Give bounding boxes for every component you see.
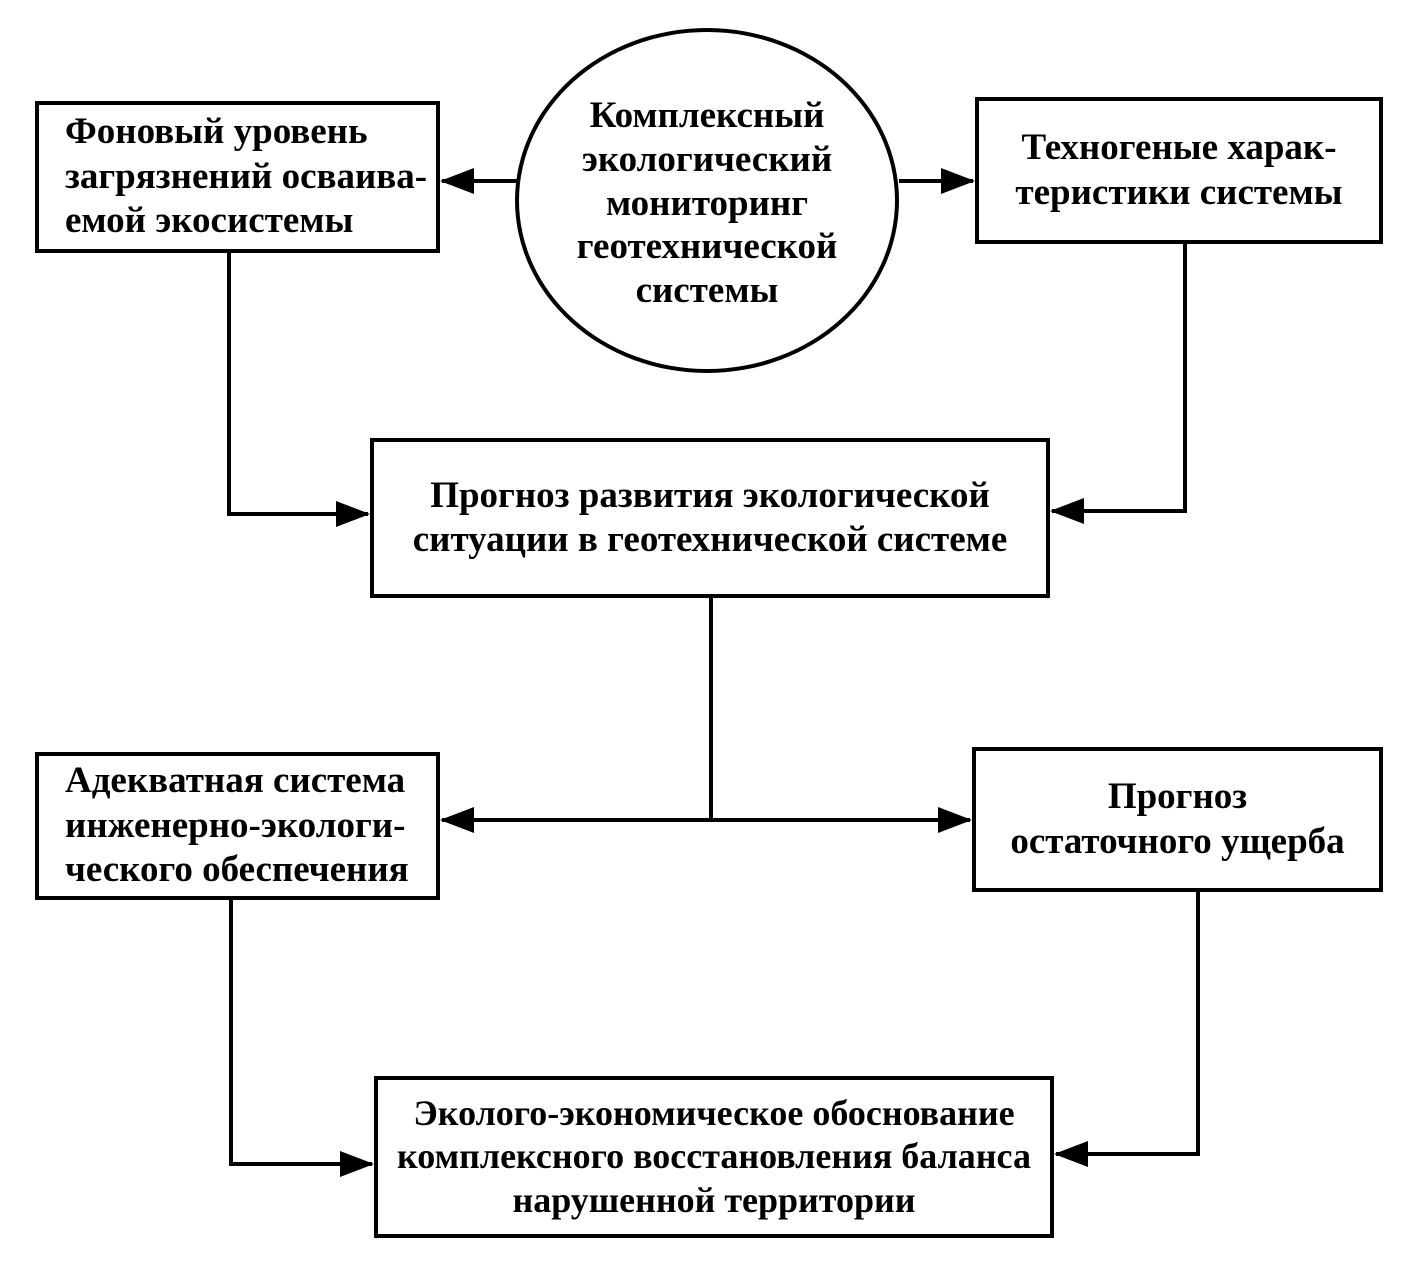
residual-damage-box: Прогноз остаточного ущерба	[972, 747, 1383, 892]
monitoring-circle: Комплексный экологический мониторинг гео…	[515, 28, 899, 373]
technogenic-characteristics-box: Техногеные харак- теристики системы	[975, 97, 1383, 244]
edge-adequate-to-justification	[229, 900, 374, 1177]
ecological-forecast-line: ситуации в геотехнической системе	[412, 519, 1008, 560]
background-pollution-line: емой экосистемы	[65, 200, 354, 242]
background-pollution-box: Фоновый уровень загрязнений осваива- емо…	[35, 101, 440, 253]
background-pollution-text: Фоновый уровень загрязнений осваива- емо…	[65, 110, 428, 243]
adequate-system-line: ческого обеспечения	[65, 849, 409, 891]
economic-justification-line: Эколого-экономическое обоснование	[413, 1093, 1015, 1134]
economic-justification-text: Эколого-экономическое обоснование компле…	[378, 1092, 1050, 1222]
monitoring-text: Комплексный экологический мониторинг гео…	[519, 94, 895, 312]
economic-justification-line: нарушенной территории	[512, 1179, 916, 1220]
residual-damage-line: Прогноз	[1107, 776, 1248, 818]
technogenic-characteristics-line: Техногеные харак-	[1021, 127, 1337, 169]
residual-damage-line: остаточного ущерба	[1010, 820, 1345, 862]
ecological-forecast-box: Прогноз развития экологической ситуации …	[370, 438, 1050, 598]
adequate-system-box: Адекватная система инженерно-экологи- че…	[35, 752, 440, 900]
edge-background-to-forecast	[227, 253, 370, 527]
edge-technogenic-to-forecast	[1050, 244, 1187, 524]
ecological-forecast-line: Прогноз развития экологической	[430, 474, 990, 516]
edge-residual-to-justification	[1054, 892, 1200, 1167]
background-pollution-line: Фоновый уровень	[65, 111, 368, 153]
monitoring-line: экологический	[581, 139, 833, 181]
technogenic-characteristics-line: теристики системы	[1015, 171, 1343, 213]
economic-justification-box: Эколого-экономическое обоснование компле…	[374, 1076, 1054, 1238]
residual-damage-text: Прогноз остаточного ущерба	[976, 775, 1379, 864]
adequate-system-text: Адекватная система инженерно-экологи- че…	[65, 759, 426, 892]
adequate-system-line: инженерно-экологи-	[65, 804, 406, 846]
monitoring-line: Комплексный	[589, 95, 825, 137]
background-pollution-line: загрязнений осваива-	[65, 155, 428, 197]
economic-justification-line: комплексного восстановления баланса	[397, 1136, 1031, 1177]
ecological-forecast-text: Прогноз развития экологической ситуации …	[374, 474, 1046, 563]
technogenic-characteristics-text: Техногеные харак- теристики системы	[979, 126, 1379, 215]
monitoring-line: системы	[635, 269, 779, 311]
adequate-system-line: Адекватная система	[65, 760, 406, 802]
monitoring-line: геотехнической	[576, 226, 838, 268]
monitoring-line: мониторинг	[605, 182, 809, 224]
